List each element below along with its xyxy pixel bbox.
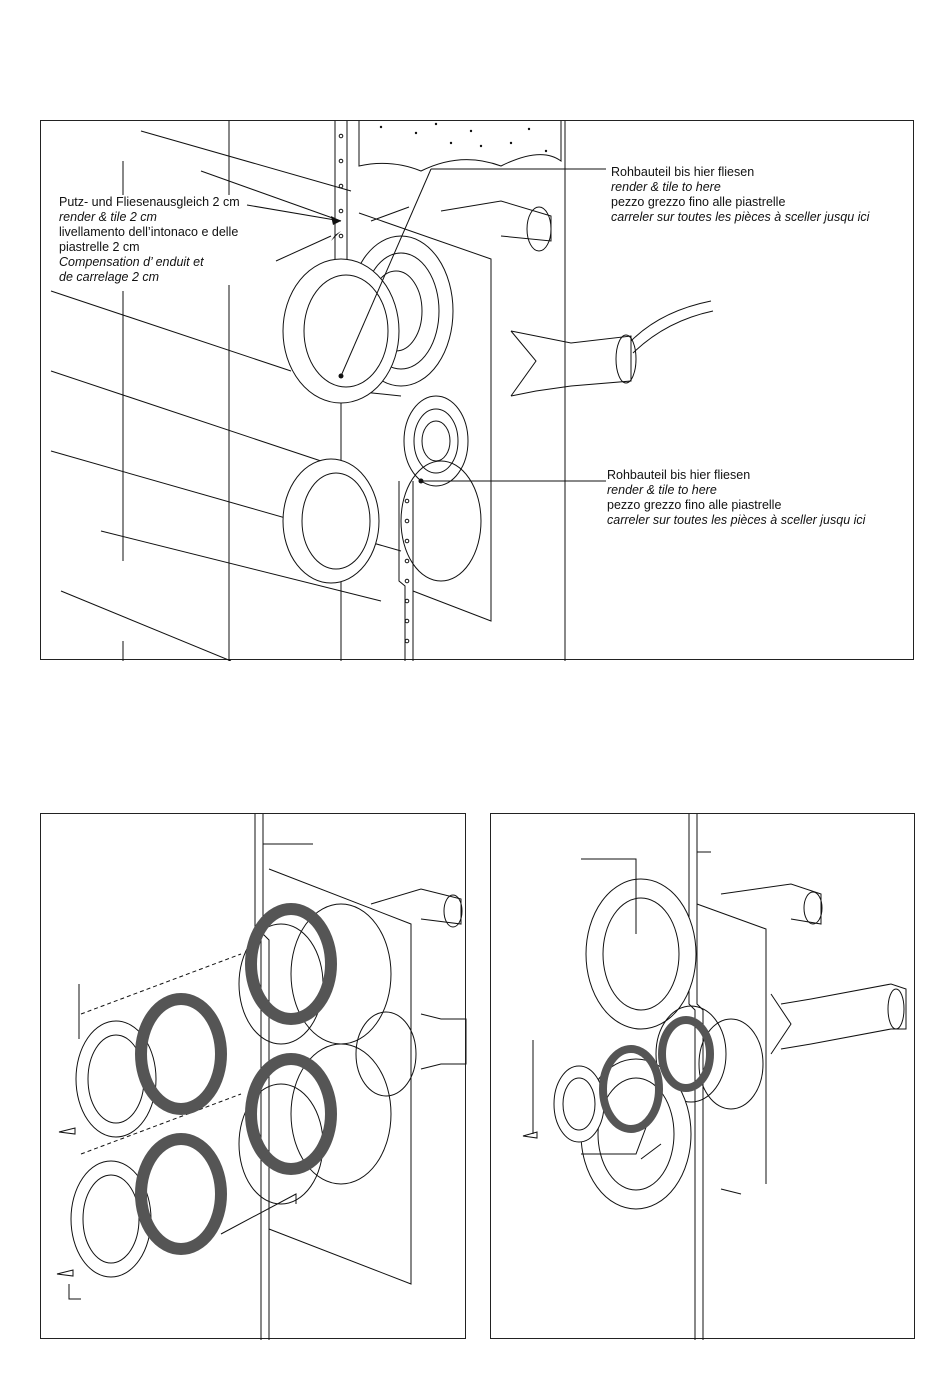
label-fr: carreler sur toutes les pièces à sceller…: [611, 210, 870, 224]
exploded-view-right-panel: [490, 813, 915, 1340]
installation-overview-panel: Putz- und Fliesenausgleich 2 cm render &…: [40, 120, 914, 661]
label-en: render & tile 2 cm: [59, 210, 157, 224]
label-it-1: livellamento dell’intonaco e delle: [59, 225, 239, 239]
label-it-2: piastrelle 2 cm: [59, 240, 140, 254]
tile-to-here-label-upper: Rohbauteil bis hier fliesen render & til…: [611, 165, 870, 225]
tile-to-here-label-lower: Rohbauteil bis hier fliesen render & til…: [607, 468, 866, 528]
label-it: pezzo grezzo fino alle piastrelle: [607, 498, 782, 512]
exploded-view-left-drawing: [56, 814, 467, 1340]
exploded-view-right-drawing: [522, 814, 907, 1340]
installation-overview-drawing: [50, 121, 714, 661]
label-en: render & tile to here: [607, 483, 717, 497]
label-fr: carreler sur toutes les pièces à sceller…: [607, 513, 866, 527]
label-it: pezzo grezzo fino alle piastrelle: [611, 195, 786, 209]
label-en: render & tile to here: [611, 180, 721, 194]
label-fr-2: de carrelage 2 cm: [59, 270, 160, 284]
label-de: Rohbauteil bis hier fliesen: [607, 468, 751, 482]
render-tile-compensation-label: Putz- und Fliesenausgleich 2 cm render &…: [59, 195, 240, 285]
exploded-view-left-panel: [40, 813, 467, 1340]
label-de: Putz- und Fliesenausgleich 2 cm: [59, 195, 240, 209]
label-de: Rohbauteil bis hier fliesen: [611, 165, 755, 179]
label-fr-1: Compensation d’ enduit et: [59, 255, 204, 269]
